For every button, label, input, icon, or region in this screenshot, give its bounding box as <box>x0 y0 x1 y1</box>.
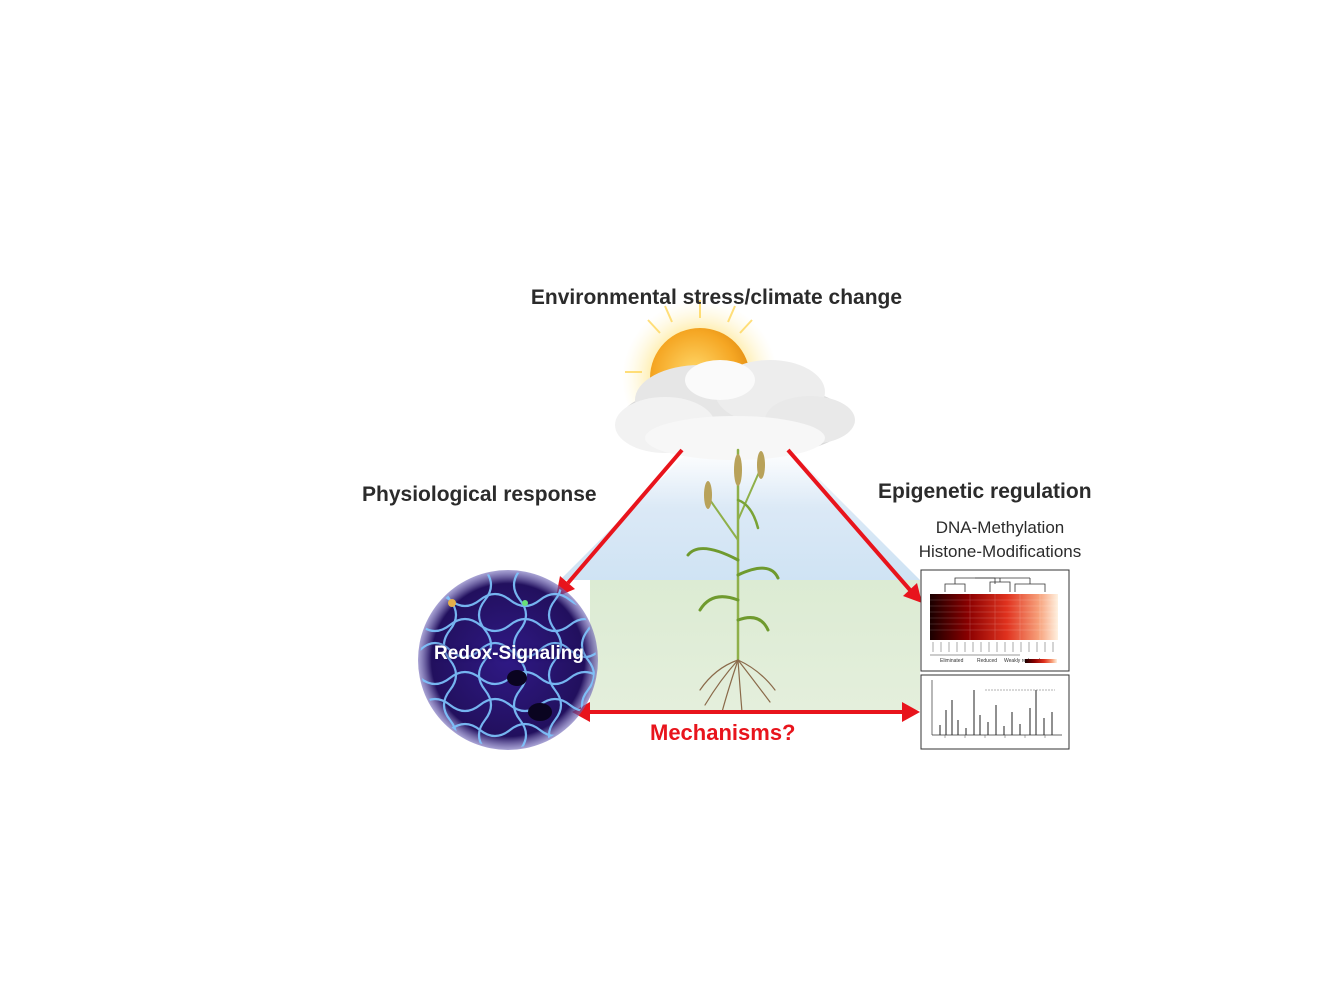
arrow-stress-to-epigenetics <box>786 448 922 603</box>
cell-micrograph-icon <box>418 570 598 750</box>
epigenetic-regulation-label: Epigenetic regulation <box>878 480 1092 503</box>
heatmap-legend-reduced: Reduced <box>977 658 997 664</box>
diagram-title: Environmental stress/climate change <box>530 286 903 309</box>
mechanisms-label: Mechanisms? <box>650 720 796 745</box>
heatmap-legend-eliminated: Eliminated <box>940 658 964 664</box>
heatmap-legend-weakly-reduced: Weakly reduced <box>1004 658 1040 664</box>
redox-signaling-label: Redox-Signaling <box>434 643 584 664</box>
cloud-icon <box>615 360 855 460</box>
ground-area <box>590 580 920 710</box>
dna-methylation-label: DNA-Methylation <box>935 518 1065 537</box>
histone-modifications-label: Histone-Modifications <box>918 542 1082 561</box>
wheat-plant-icon <box>686 448 780 713</box>
physiological-response-label: Physiological response <box>362 483 597 506</box>
mass-spectrum-icon <box>920 674 1070 750</box>
heatmap-icon: Eliminated Reduced Weakly reduced <box>920 569 1070 672</box>
